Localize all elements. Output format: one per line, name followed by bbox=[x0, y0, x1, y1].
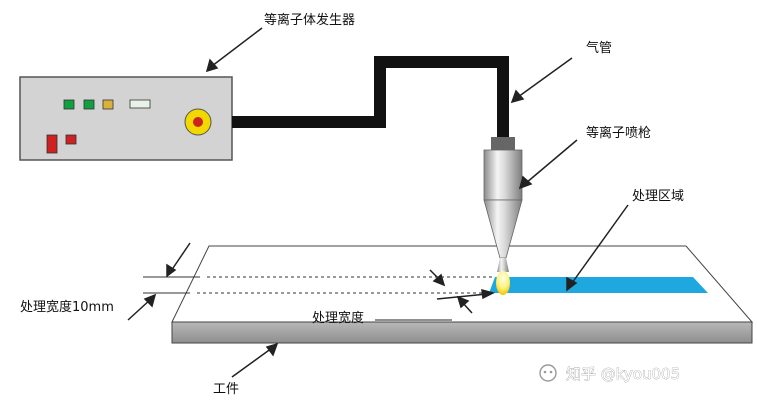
watermark: 知乎 @kyou005 bbox=[539, 364, 680, 383]
plasma-jet bbox=[496, 271, 510, 295]
indicator-light-green-2 bbox=[83, 99, 95, 110]
plate-front-edge bbox=[171, 321, 753, 344]
label-workpiece: 工件 bbox=[213, 382, 239, 397]
gas-tube bbox=[232, 56, 509, 140]
connector-knob-center bbox=[193, 117, 203, 127]
label-plasma-nozzle: 等离子喷枪 bbox=[586, 125, 651, 141]
arrow-generator-head bbox=[205, 58, 219, 73]
indicator-light-green-1 bbox=[63, 99, 75, 110]
arrow-width-top-head bbox=[166, 263, 177, 278]
label-plasma-generator: 等离子体发生器 bbox=[264, 12, 355, 28]
workpiece-plate bbox=[171, 245, 754, 344]
arrow-band-side-head bbox=[481, 288, 496, 300]
arrows bbox=[127, 27, 629, 378]
arrow-nozzle-head bbox=[518, 175, 533, 190]
watermark-logo-icon bbox=[539, 364, 557, 382]
label-treatment-area: 处理区域 bbox=[632, 189, 684, 204]
watermark-text: 知乎 @kyou005 bbox=[566, 365, 680, 383]
watermark-logo-eye-left bbox=[543, 370, 547, 374]
arrow-width-bottom bbox=[127, 298, 152, 321]
label-gas-tube: 气管 bbox=[586, 40, 612, 56]
nozzle-body bbox=[483, 149, 523, 201]
watermark-logo-eye-right bbox=[549, 370, 553, 374]
arrow-width-bottom-head bbox=[143, 293, 157, 308]
arrow-workpiece-head bbox=[265, 342, 279, 357]
arrow-generator bbox=[211, 27, 263, 67]
treatment-band bbox=[489, 277, 708, 293]
plasma-generator-box bbox=[19, 76, 233, 161]
arrow-nozzle bbox=[525, 139, 578, 184]
power-switch bbox=[46, 134, 58, 154]
nozzle-collar bbox=[491, 137, 515, 152]
display-window bbox=[129, 99, 151, 109]
label-treatment-width: 处理宽度 bbox=[312, 310, 364, 326]
plasma-nozzle bbox=[483, 137, 523, 295]
arrow-gas-tube bbox=[517, 57, 573, 98]
nozzle-tip bbox=[497, 258, 509, 272]
arrow-band-bottom-head bbox=[456, 295, 470, 309]
indicator-light-yellow bbox=[102, 99, 114, 110]
arrow-band-side bbox=[436, 293, 488, 300]
arrow-width-top bbox=[170, 242, 191, 272]
arrow-treatment-area-head bbox=[566, 276, 578, 292]
arrow-gas-tube-head bbox=[510, 89, 525, 104]
arrow-band-top-head bbox=[432, 273, 446, 287]
arrow-workpiece bbox=[231, 347, 273, 378]
indicator-light-red bbox=[65, 134, 77, 145]
arrow-treatment-area bbox=[571, 204, 629, 284]
label-treatment-width-10mm: 处理宽度10mm bbox=[20, 299, 114, 315]
